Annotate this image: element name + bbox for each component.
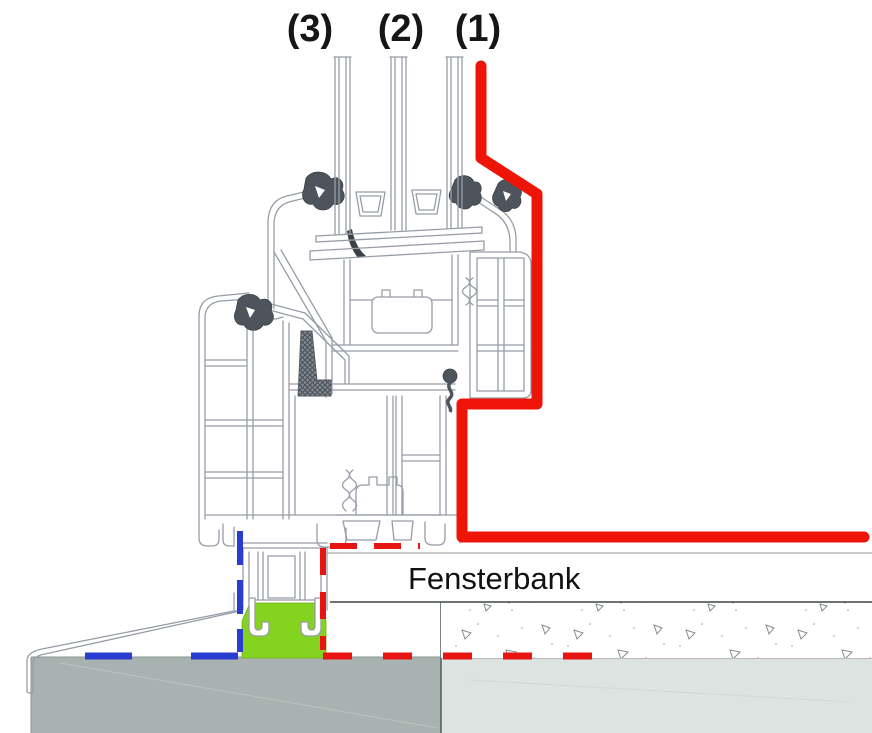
label-plane-1: (1) xyxy=(455,8,501,50)
steel-reinforcement-outline xyxy=(355,476,404,516)
frame-upstand xyxy=(469,251,532,399)
exterior-sill-profile xyxy=(26,592,241,694)
outer-seal-line xyxy=(456,60,870,543)
gasket-frame-left xyxy=(234,293,274,331)
label-plane-2: (2) xyxy=(378,8,424,50)
snap-joint-detail xyxy=(341,469,351,512)
support-foot-right xyxy=(300,597,322,637)
sill-label: Fensterbank xyxy=(408,561,581,596)
screed-stipple-area xyxy=(441,602,872,658)
concrete-slab-left xyxy=(30,656,441,733)
gasket-sash-right-outer xyxy=(448,175,482,210)
concrete-slab-right xyxy=(441,657,872,733)
snap-joint-detail xyxy=(461,277,471,306)
spacer-bar xyxy=(411,189,442,215)
spacer-bar xyxy=(355,191,386,217)
sash-profile xyxy=(267,184,517,398)
middle-seal-line xyxy=(320,543,592,660)
support-foot-left xyxy=(248,597,270,637)
glazing-block xyxy=(347,229,366,258)
sash-steel-outline xyxy=(371,296,433,334)
interior-sill-band: Fensterbank xyxy=(327,552,872,603)
gasket-centre-wedge xyxy=(297,330,332,397)
inner-seal-line xyxy=(70,531,243,660)
gasket-seals xyxy=(234,171,522,413)
frame-profile xyxy=(198,292,461,548)
label-plane-3: (3) xyxy=(287,8,333,50)
triple-glazing xyxy=(309,56,485,261)
